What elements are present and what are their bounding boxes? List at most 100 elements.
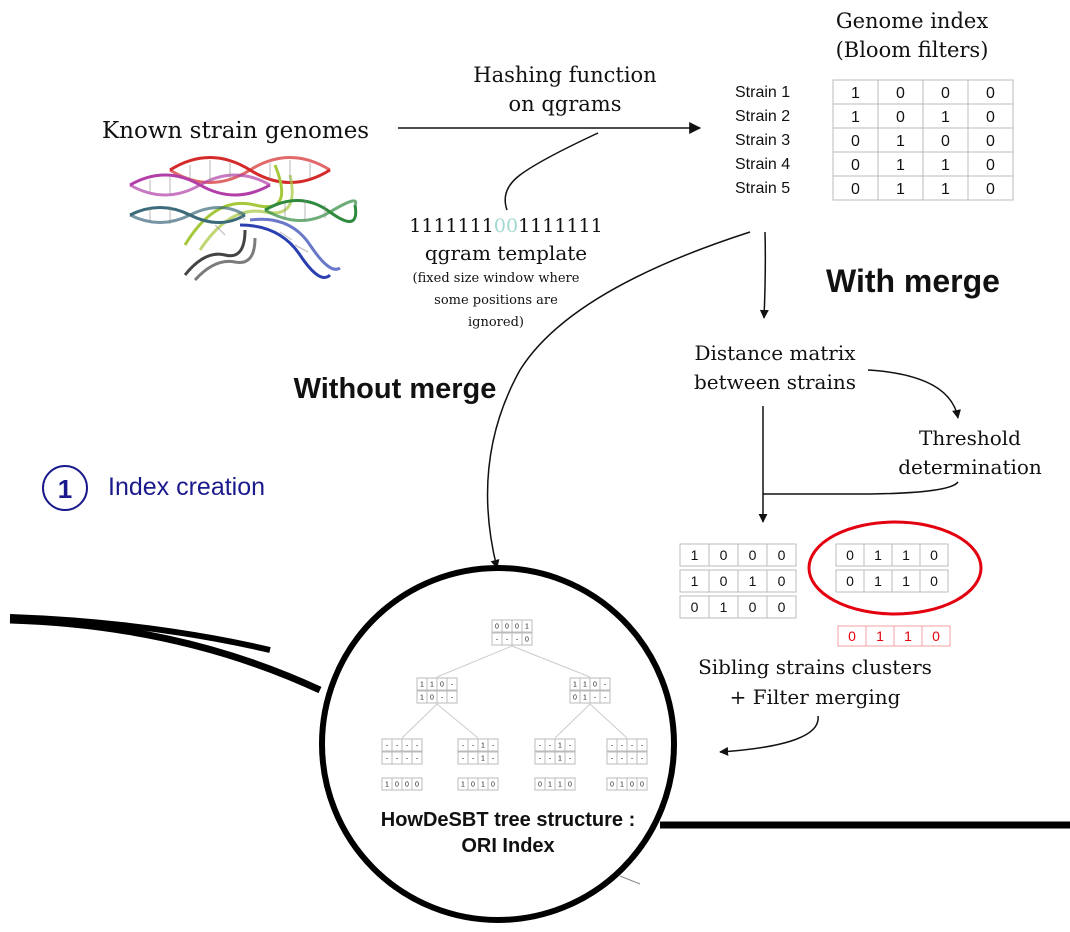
bit-value: - — [416, 743, 419, 750]
bit-value: - — [641, 756, 644, 763]
bit-value: - — [549, 743, 552, 750]
tree-node-row: --1- — [457, 751, 499, 765]
bit-value: 1 — [583, 695, 587, 702]
distance-matrix-line1: Distance matrix — [694, 341, 856, 365]
bit-value: 1 — [874, 547, 882, 563]
bit-value: - — [451, 682, 454, 689]
bit-value: - — [406, 756, 409, 763]
bit-value: 1 — [481, 756, 485, 763]
bit-value: 1 — [902, 547, 910, 563]
bit-value: 0 — [568, 782, 572, 789]
qgram-template-bits: 1111111001111111 — [409, 215, 602, 237]
bit-value: 1 — [851, 85, 860, 102]
genome-index-title-line2: (Bloom filters) — [836, 38, 989, 62]
bit-cell — [446, 690, 458, 704]
bit-value: 0 — [986, 85, 995, 102]
bit-value: - — [462, 743, 465, 750]
bit-value: 0 — [986, 181, 995, 198]
bit-value: - — [604, 682, 607, 689]
bit-value: 0 — [538, 782, 542, 789]
bit-cell — [766, 595, 797, 619]
bit-value: - — [621, 743, 624, 750]
strain-label: Strain 1 — [735, 84, 790, 101]
bit-cell — [599, 677, 611, 691]
bit-value: 1 — [896, 133, 905, 150]
bit-value: - — [396, 743, 399, 750]
bit-value: - — [386, 743, 389, 750]
bit-value: 1 — [573, 682, 577, 689]
template-note-line1: (fixed size window where — [413, 271, 580, 286]
bit-value: - — [611, 743, 614, 750]
bit-value: - — [516, 637, 519, 644]
bit-value: - — [631, 756, 634, 763]
bit-value: 0 — [720, 573, 728, 589]
bit-value: 1 — [691, 573, 699, 589]
bit-cell — [521, 632, 533, 646]
tree-node-row: ---- — [381, 738, 423, 752]
bit-cell — [636, 751, 648, 765]
bit-value: - — [406, 743, 409, 750]
with-merge-arrow — [759, 231, 769, 319]
threshold-line1: Threshold — [919, 426, 1021, 450]
bit-value: 1 — [749, 573, 757, 589]
hashing-label-line2: on qgrams — [509, 92, 622, 116]
sibling-cluster-highlight — [807, 520, 983, 616]
bit-cell — [564, 751, 576, 765]
step-number-badge — [42, 465, 88, 511]
tree-edge — [589, 703, 628, 739]
without-merge-label: Without merge — [294, 373, 497, 405]
step-number: 1 — [58, 474, 72, 504]
bit-value: - — [472, 743, 475, 750]
tree-edge — [511, 645, 591, 678]
bit-value: - — [506, 637, 509, 644]
bit-value: 0 — [440, 682, 444, 689]
bit-value: 0 — [630, 782, 634, 789]
bit-cell — [766, 543, 797, 567]
distance-matrix-line2: between strains — [694, 370, 856, 394]
bit-value: 1 — [481, 782, 485, 789]
template-note-line3: ignored) — [468, 315, 524, 330]
bit-cell — [487, 738, 499, 752]
bit-value: 1 — [691, 547, 699, 563]
bit-value: - — [416, 756, 419, 763]
bit-value: 0 — [491, 782, 495, 789]
bit-value: 0 — [430, 695, 434, 702]
bit-value: - — [492, 743, 495, 750]
bit-value: 0 — [932, 628, 940, 644]
bit-value: 0 — [515, 624, 519, 631]
threshold-arrow — [867, 369, 961, 419]
tree-edge — [436, 645, 513, 678]
bit-value: - — [492, 756, 495, 763]
bit-value: 1 — [548, 782, 552, 789]
sibling-to-tree-arrow — [719, 715, 819, 756]
bit-value: 1 — [583, 682, 587, 689]
bit-value: 0 — [851, 133, 860, 150]
tree-low-node: --1---1- — [534, 738, 576, 765]
bit-value: 0 — [986, 157, 995, 174]
tree-edge — [401, 703, 438, 739]
threshold-join-line — [763, 481, 959, 495]
tree-low-node: --1---1- — [457, 738, 499, 765]
bit-value: 1 — [420, 695, 424, 702]
bit-value: 1 — [430, 682, 434, 689]
bit-value: 1 — [876, 628, 884, 644]
bit-value: 1 — [941, 157, 950, 174]
dna-strands-icon — [129, 156, 358, 282]
tree-node-row: ---0 — [491, 632, 533, 646]
bit-cell — [487, 751, 499, 765]
bit-value: 0 — [778, 547, 786, 563]
bit-cell — [599, 690, 611, 704]
bit-value: 0 — [986, 109, 995, 126]
